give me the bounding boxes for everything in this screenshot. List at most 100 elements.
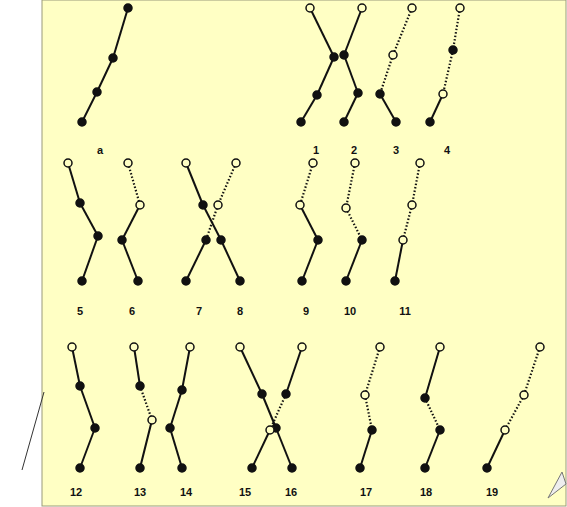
chromosome-figure (376, 4, 416, 126)
chromosome-figure (64, 159, 102, 285)
chromatid-segment (346, 163, 355, 208)
chromatid-segment (380, 94, 396, 122)
marker-dot (536, 343, 544, 351)
marker-dot (342, 277, 350, 285)
chromatid-segment (140, 420, 152, 468)
marker-dot (399, 236, 407, 244)
chromosome-figure (248, 343, 306, 472)
figure-number: 13 (134, 487, 146, 498)
chromatid-segment (300, 205, 318, 240)
chromatid-segment (170, 428, 182, 468)
marker-dot (202, 236, 210, 244)
marker-dot (93, 88, 101, 96)
figure-number: 1 (313, 145, 319, 156)
chromosome-figure (118, 159, 144, 285)
marker-dot (130, 343, 138, 351)
marker-dot (258, 390, 266, 398)
marker-dot (182, 159, 190, 167)
chromatid-segment (262, 394, 276, 428)
chromatid-segment (346, 240, 362, 281)
marker-dot (389, 51, 397, 59)
chromatid-segment (80, 428, 95, 468)
chromosome-figure (340, 4, 366, 126)
marker-dot (439, 90, 447, 98)
marker-dot (361, 391, 369, 399)
marker-dot (248, 464, 256, 472)
marker-dot (266, 426, 274, 434)
marker-dot (91, 424, 99, 432)
marker-dot (94, 232, 102, 240)
chromatid-segment (365, 395, 372, 430)
chromatid-segment (221, 240, 240, 281)
marker-dot (358, 236, 366, 244)
marker-dot (76, 464, 84, 472)
marker-dot (136, 382, 144, 390)
chromatid-segment (270, 394, 286, 430)
marker-dot (134, 277, 142, 285)
marker-dot (376, 343, 384, 351)
marker-dot (236, 277, 244, 285)
figure-number: 17 (360, 487, 372, 498)
chromatid-segment (128, 163, 140, 205)
chromosome-figure (296, 159, 322, 285)
chromosome-figure (421, 343, 444, 472)
chromatid-segment (425, 430, 440, 468)
figure-number: 2 (351, 145, 357, 156)
chromatid-segment (122, 240, 138, 281)
marker-dot (136, 464, 144, 472)
marker-dot (124, 4, 132, 12)
marker-dot (342, 204, 350, 212)
figure-number: 14 (180, 487, 192, 498)
figure-number: 8 (237, 306, 243, 317)
marker-dot (136, 201, 144, 209)
pointer-line (22, 392, 44, 470)
chromatid-segment (186, 163, 203, 205)
marker-dot (148, 416, 156, 424)
marker-dot (314, 236, 322, 244)
marker-dot (76, 199, 84, 207)
chromatid-segment (365, 347, 380, 395)
marker-dot (351, 159, 359, 167)
chromatid-segment (443, 50, 453, 94)
chromatid-segment (134, 347, 140, 386)
marker-dot (109, 54, 117, 62)
chromatid-segment (218, 163, 236, 205)
chromatid-segment (186, 240, 206, 281)
marker-dot (354, 89, 362, 97)
marker-dot (68, 343, 76, 351)
chromatid-segment (360, 430, 372, 468)
marker-dot (296, 201, 304, 209)
chromosome-figure (342, 159, 366, 285)
chromosome-figure (483, 343, 544, 472)
marker-dot (78, 118, 86, 126)
marker-dot (483, 464, 491, 472)
chromosome-figure (68, 343, 99, 472)
figure-number: 9 (303, 306, 309, 317)
chromatid-segment (412, 163, 420, 205)
marker-dot (330, 53, 338, 61)
marker-dot (358, 4, 366, 12)
chromatid-segment (170, 390, 182, 428)
marker-dot (416, 159, 424, 167)
marker-dot (408, 4, 416, 12)
marker-dot (306, 4, 314, 12)
marker-dot (76, 382, 84, 390)
corner-mark (548, 472, 566, 498)
chromosome-figure (130, 343, 156, 472)
marker-dot (356, 464, 364, 472)
chromatid-segment (346, 208, 362, 240)
marker-dot (298, 277, 306, 285)
marker-dot (436, 343, 444, 351)
chromatid-segment (122, 205, 140, 240)
chromatid-segment (240, 347, 262, 394)
marker-dot (78, 277, 86, 285)
chromatid-segment (140, 386, 152, 420)
marker-dot (124, 159, 132, 167)
chromatid-segment (505, 395, 524, 430)
figure-number: 12 (70, 487, 82, 498)
chromatid-segment (203, 205, 221, 240)
marker-dot (288, 464, 296, 472)
marker-dot (178, 464, 186, 472)
chromatid-segment (524, 347, 540, 395)
